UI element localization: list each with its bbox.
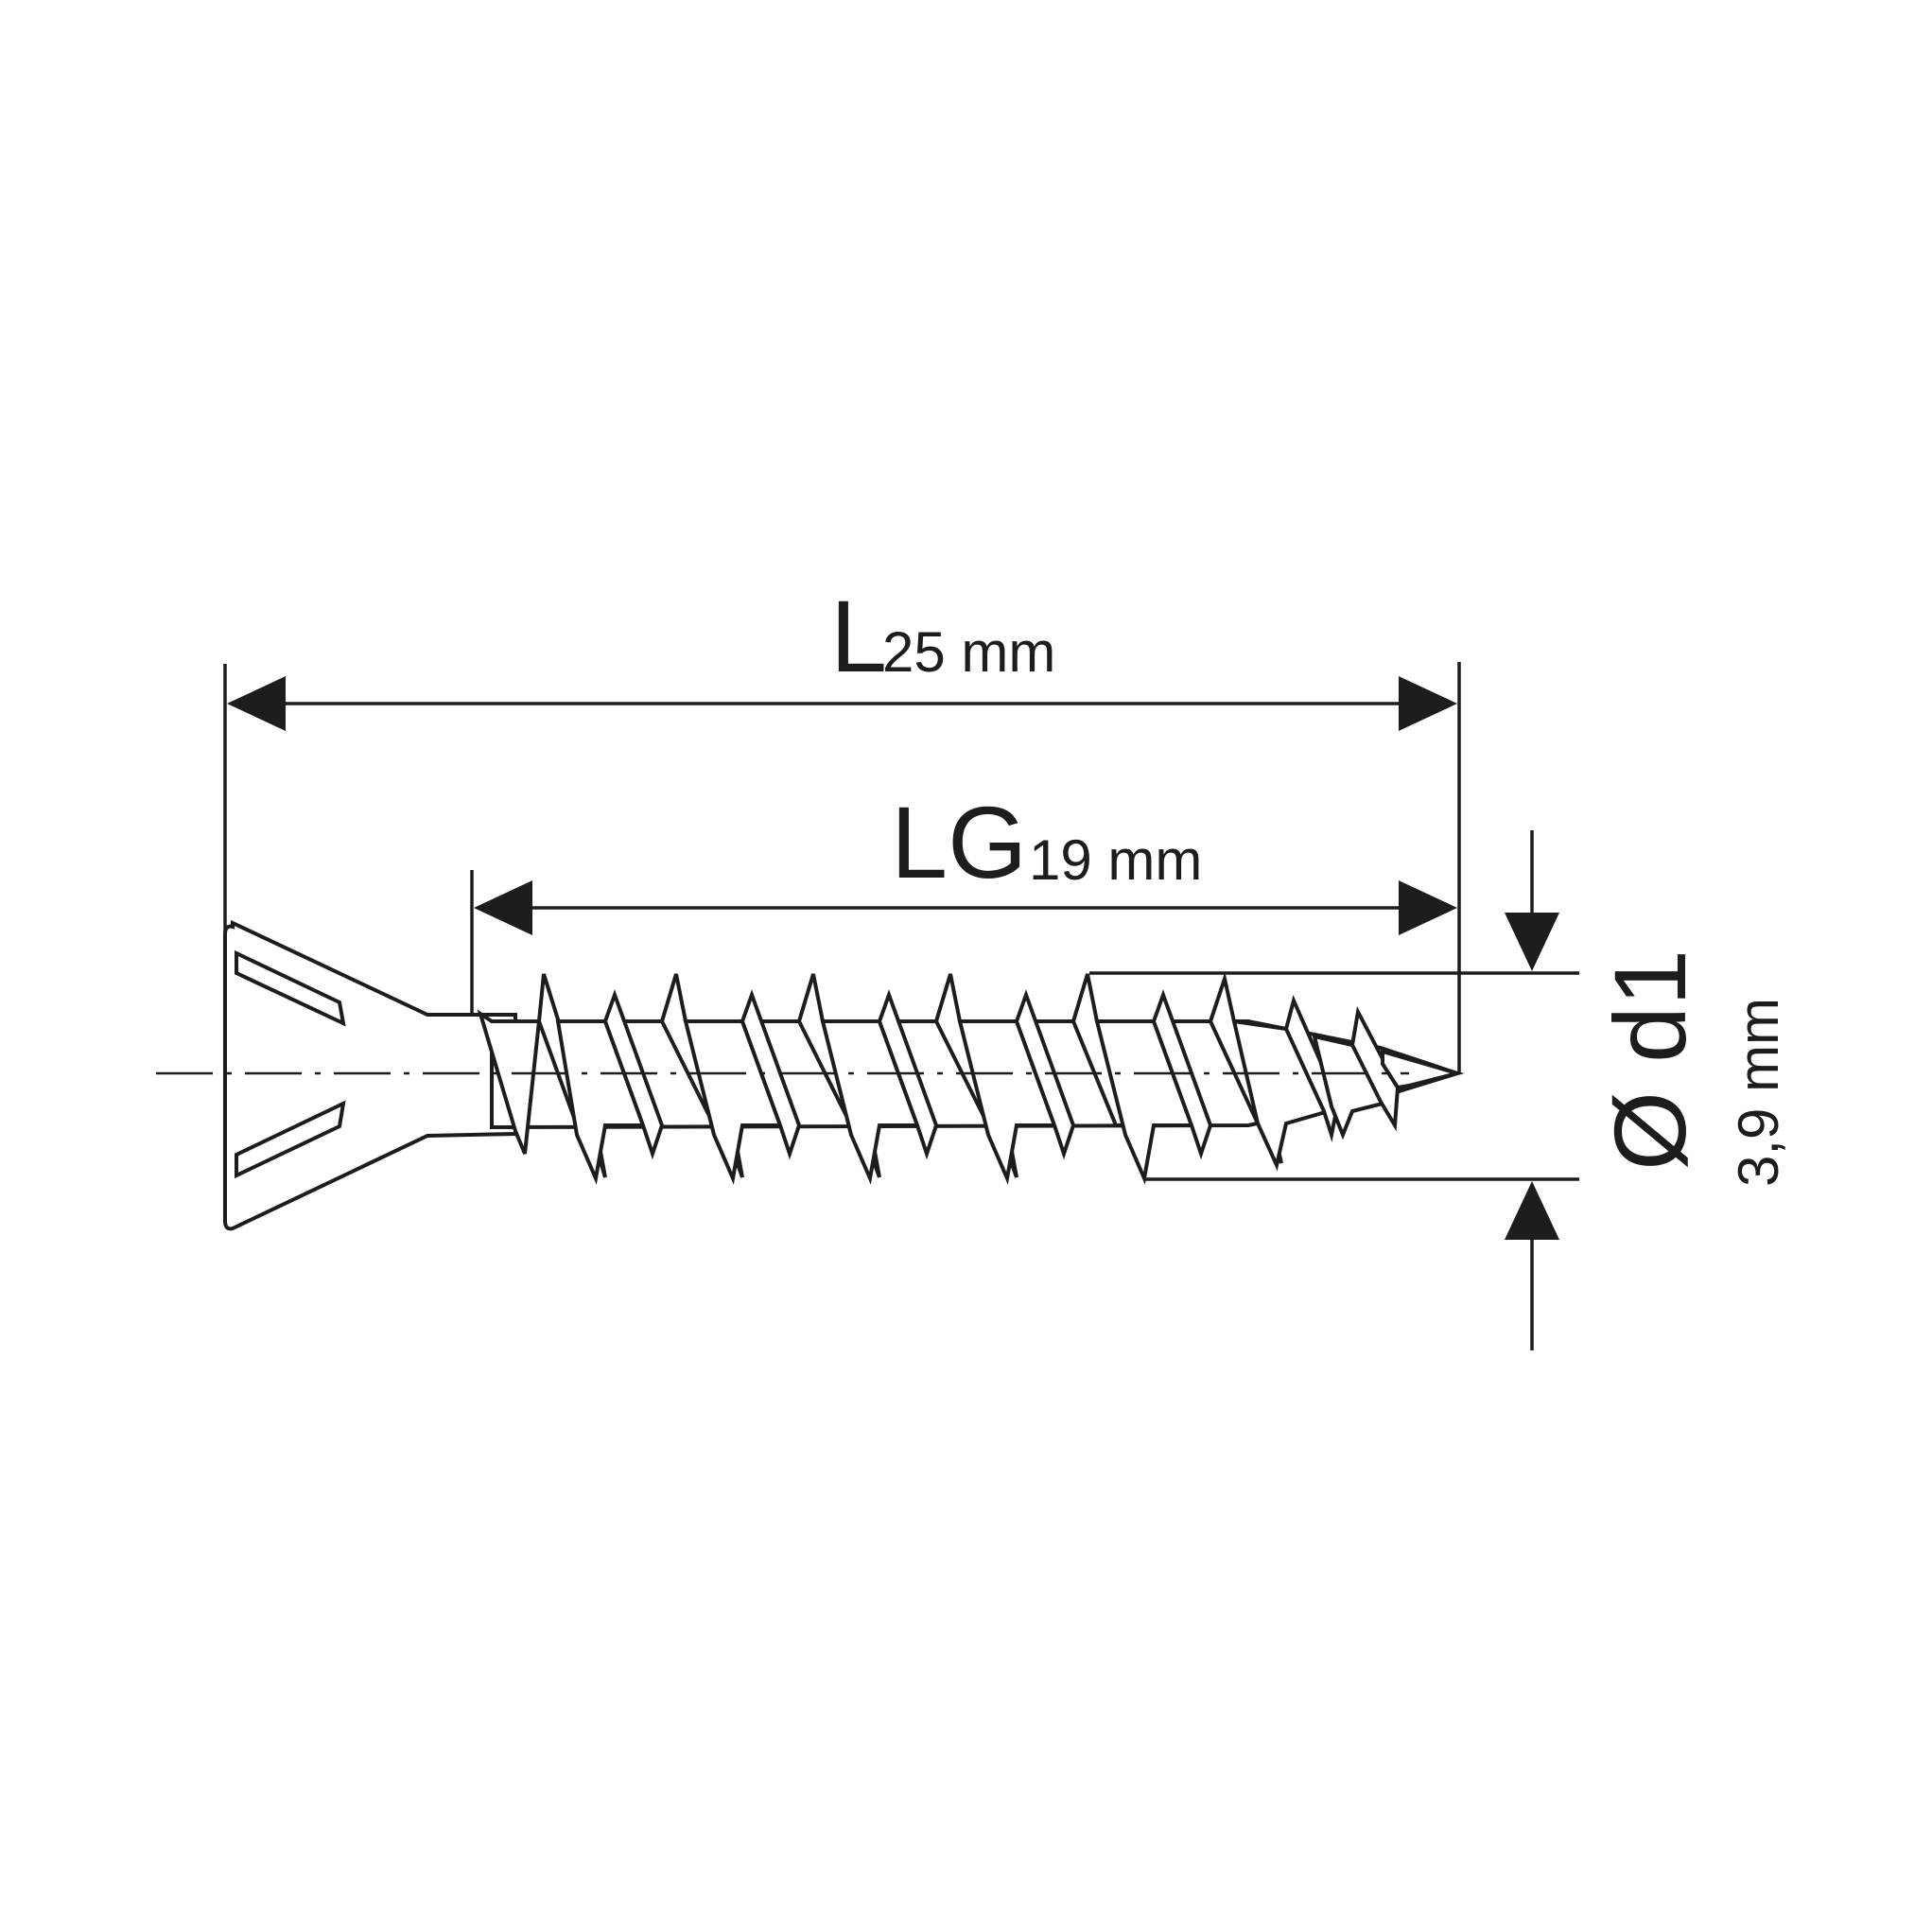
diameter-dimension xyxy=(1089,830,1579,1350)
length-symbol: L xyxy=(830,579,887,693)
arrow-down-icon xyxy=(1505,913,1559,971)
length-value: 25 mm xyxy=(882,620,1055,684)
length-dimension xyxy=(227,676,1457,731)
thread-length-symbol: LG xyxy=(891,785,1027,899)
thread-length-dimension xyxy=(474,880,1457,935)
arrow-right-icon xyxy=(1399,880,1457,935)
arrow-up-icon xyxy=(1505,1181,1559,1240)
thread-length-value: 19 mm xyxy=(1029,828,1202,892)
diameter-symbol: Ø d1 xyxy=(1593,949,1707,1171)
arrow-left-icon xyxy=(227,676,286,731)
arrow-right-icon xyxy=(1399,676,1457,731)
screw-threads xyxy=(477,971,1465,1185)
screw-head xyxy=(223,919,517,1231)
diameter-value: 3,9 mm xyxy=(1727,998,1790,1187)
arrow-left-icon xyxy=(474,880,532,935)
